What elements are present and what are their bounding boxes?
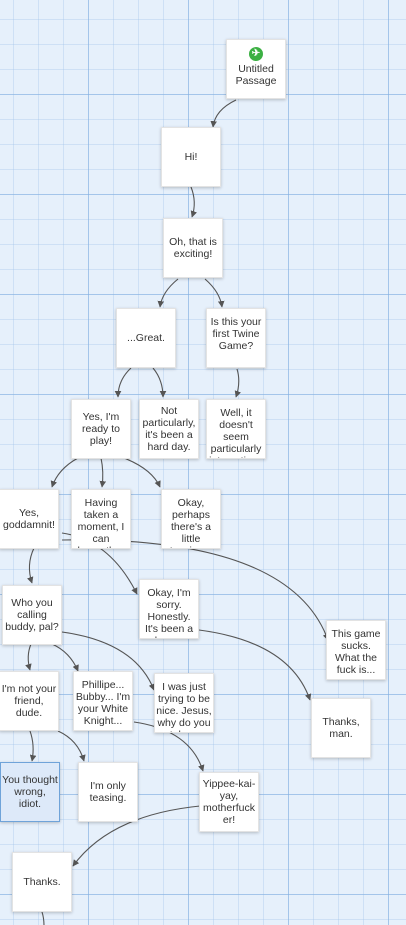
passage-yes-goddamnit[interactable]: Yes, goddamnit! bbox=[0, 489, 59, 549]
passage-this-game-sucks[interactable]: This game sucks. What the fuck is... bbox=[326, 620, 386, 680]
passage-label: Thanks, man. bbox=[322, 716, 360, 740]
link-untitled-hi bbox=[210, 99, 237, 128]
link-thanks-out bbox=[41, 911, 45, 925]
link-ready-yesgod bbox=[50, 457, 79, 488]
passage-is-this-your-first-twine-game[interactable]: Is this your first Twine Game? bbox=[206, 308, 266, 368]
passage-label: Hi! bbox=[184, 151, 198, 163]
passage-phillipe-bubby[interactable]: Phillipe... Bubby... I'm your White Knig… bbox=[73, 671, 133, 731]
passage-who-you-calling-buddy-pal[interactable]: Who you calling buddy, pal? bbox=[2, 585, 62, 645]
passage-okay-perhaps-theres-a-little-tension[interactable]: Okay, perhaps there's a little tension..… bbox=[161, 489, 221, 549]
passage-you-thought-wrong-idiot[interactable]: You thought wrong, idiot. bbox=[0, 762, 60, 822]
passage-i-was-just-trying-to-be-nice[interactable]: I was just trying to be nice. Jesus, why… bbox=[154, 673, 214, 733]
link-notfriend-thought bbox=[29, 730, 37, 762]
link-ready-having bbox=[99, 457, 107, 488]
passage-thanks-man[interactable]: Thanks, man. bbox=[311, 698, 371, 758]
passage-label: You thought wrong, idiot. bbox=[2, 774, 58, 810]
passage-label: Okay, I'm sorry. Honestly. It's been a l… bbox=[144, 587, 194, 638]
passage-label: Untitled Passage bbox=[235, 63, 277, 87]
passage-label: Oh, that is exciting! bbox=[169, 236, 217, 260]
link-whoyou-notfriend bbox=[25, 643, 32, 671]
passage-label: I was just trying to be nice. Jesus, why… bbox=[156, 681, 212, 732]
link-great-ready bbox=[114, 367, 132, 398]
passage-label: Yes, I'm ready to play! bbox=[82, 411, 120, 447]
link-yesgod-whoyou bbox=[26, 547, 35, 584]
passage-label: Well, it doesn't seem particularly inter… bbox=[209, 407, 263, 458]
link-okaysorry-thanksman bbox=[198, 629, 312, 701]
passage-label: I'm only teasing. bbox=[89, 780, 127, 804]
passage-label: Yippee-kai-yay, motherfucker! bbox=[202, 778, 256, 826]
passage-okay-im-sorry[interactable]: Okay, I'm sorry. Honestly. It's been a l… bbox=[139, 579, 199, 639]
passage-label: Is this your first Twine Game? bbox=[210, 316, 262, 352]
passage-label: Phillipe... Bubby... I'm your White Knig… bbox=[75, 679, 131, 727]
rocket-icon: ✈ bbox=[249, 47, 263, 61]
passage-label: This game sucks. What the fuck is... bbox=[331, 628, 381, 676]
passage-well-it-doesnt-seem[interactable]: Well, it doesn't seem particularly inter… bbox=[206, 399, 266, 459]
link-exciting-first bbox=[204, 278, 225, 308]
link-ready-okay bbox=[123, 457, 161, 488]
passage-yes-im-ready-to-play[interactable]: Yes, I'm ready to play! bbox=[71, 399, 131, 459]
link-first-wellit bbox=[234, 368, 242, 398]
link-exciting-great bbox=[157, 278, 179, 308]
link-whoyou-phillipe bbox=[51, 643, 79, 672]
passage-oh-that-is-exciting[interactable]: Oh, that is exciting! bbox=[163, 218, 223, 278]
passage-label: Who you calling buddy, pal? bbox=[5, 597, 59, 633]
passage-im-not-your-friend-dude[interactable]: I'm not your friend, dude. bbox=[0, 671, 59, 731]
passage-hi[interactable]: Hi! bbox=[161, 127, 221, 187]
passage-label: Yes, goddamnit! bbox=[3, 507, 55, 531]
link-notfriend-teasing bbox=[57, 730, 86, 762]
link-hi-exciting bbox=[190, 186, 198, 218]
passage-not-particularly[interactable]: Not particularly, it's been a hard day. bbox=[139, 399, 199, 459]
passage-having-taken-a-moment[interactable]: Having taken a moment, I can honestly... bbox=[71, 489, 131, 549]
passage-label: ...Great. bbox=[127, 332, 165, 344]
passage-label: I'm not your friend, dude. bbox=[1, 683, 57, 719]
passage-yippee-kai-yay[interactable]: Yippee-kai-yay, motherfucker! bbox=[199, 772, 259, 832]
passage-great[interactable]: ...Great. bbox=[116, 308, 176, 368]
passage-label: Okay, perhaps there's a little tension..… bbox=[170, 497, 213, 548]
passage-thanks[interactable]: Thanks. bbox=[12, 852, 72, 912]
link-great-notpart bbox=[152, 367, 167, 398]
passage-label: Not particularly, it's been a hard day. bbox=[142, 405, 196, 453]
passage-untitled-passage[interactable]: ✈ Untitled Passage bbox=[226, 39, 286, 99]
passage-im-only-teasing[interactable]: I'm only teasing. bbox=[78, 762, 138, 822]
passage-label: Thanks. bbox=[23, 876, 61, 888]
passage-label: Having taken a moment, I can honestly... bbox=[77, 497, 125, 548]
